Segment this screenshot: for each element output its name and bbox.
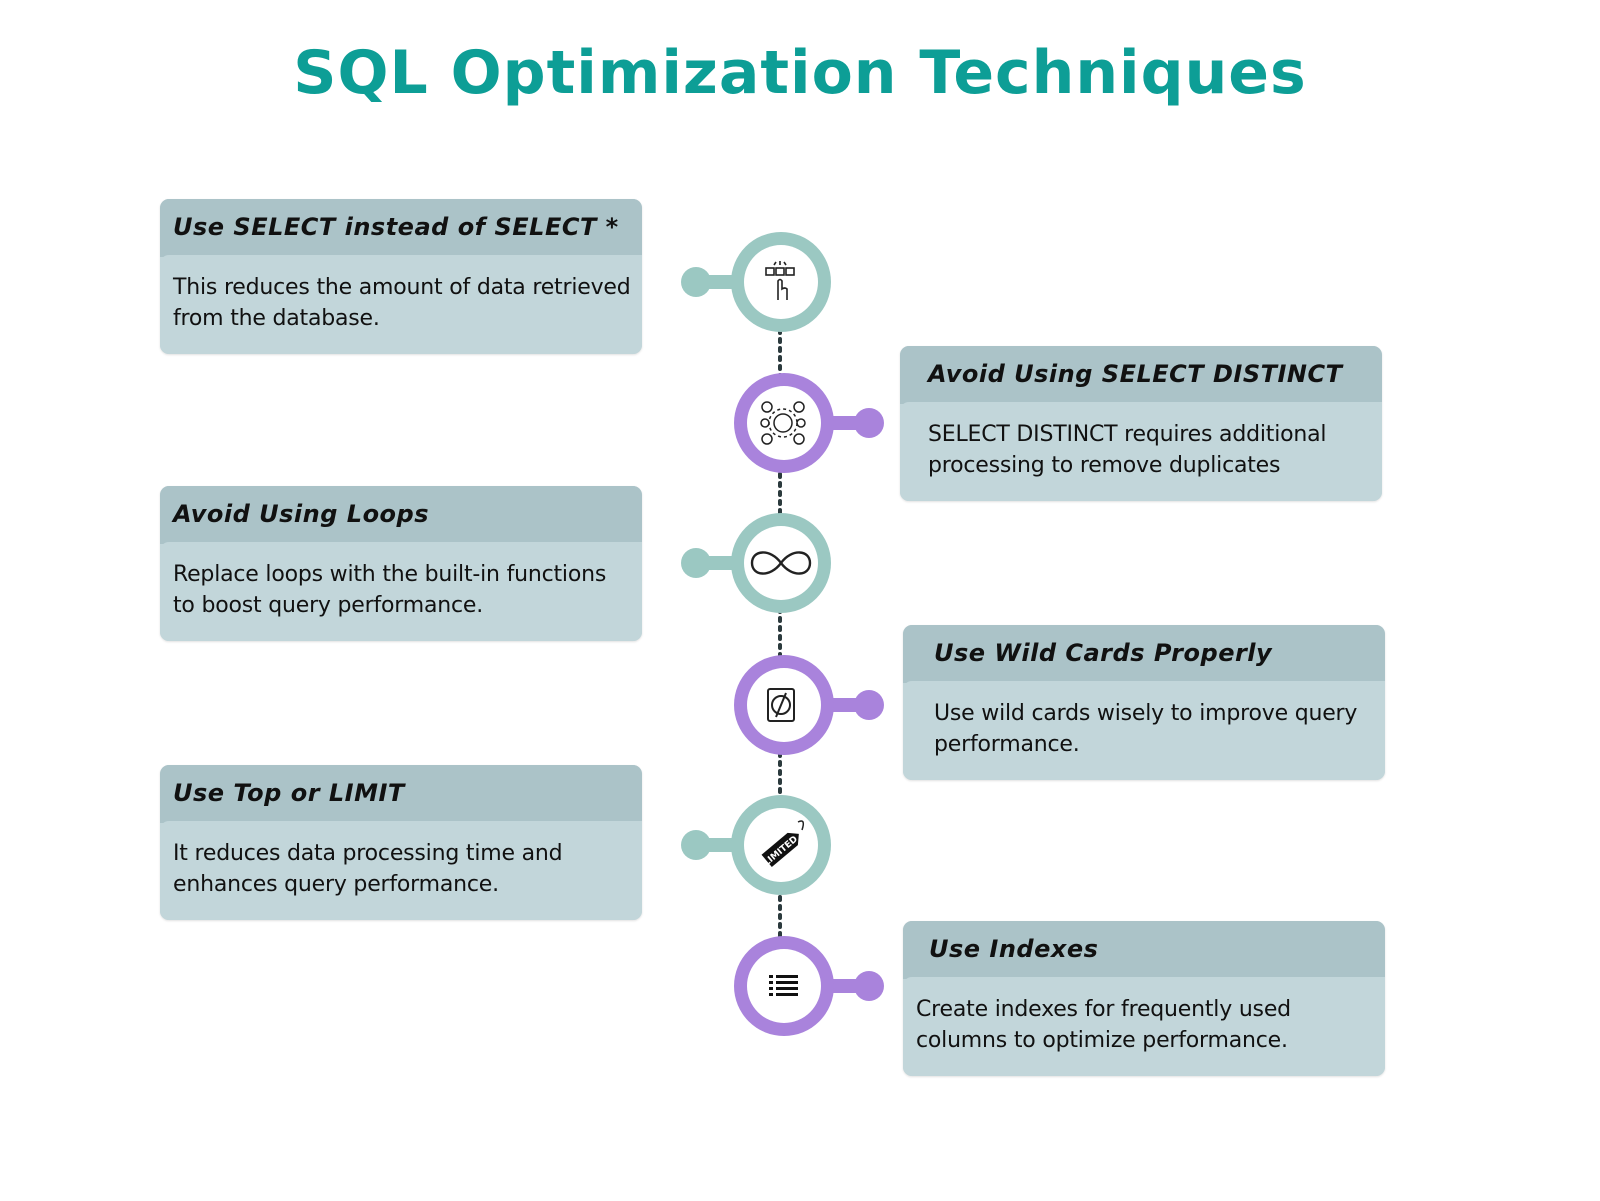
step-description: This reduces the amount of data retrieve…: [160, 255, 642, 354]
step-description: It reduces data processing time and enha…: [160, 821, 642, 920]
node-step-1: [681, 232, 831, 332]
step-card-2: Avoid Using SELECT DISTINCT SELECT DISTI…: [900, 346, 1382, 501]
step-heading: Avoid Using SELECT DISTINCT: [900, 346, 1382, 404]
grid-tap-icon: [765, 261, 795, 300]
step-description: Create indexes for frequently used colum…: [903, 977, 1385, 1076]
step-description: Replace loops with the built-in function…: [160, 542, 642, 641]
step-heading: Use Indexes: [903, 921, 1385, 979]
step-card-4: Use Wild Cards Properly Use wild cards w…: [903, 625, 1385, 780]
list-icon: [769, 975, 798, 996]
step-description: SELECT DISTINCT requires additional proc…: [900, 402, 1382, 501]
step-card-6: Use Indexes Create indexes for frequentl…: [903, 921, 1385, 1076]
step-card-1: Use SELECT instead of SELECT * This redu…: [160, 199, 642, 354]
step-card-3: Avoid Using Loops Replace loops with the…: [160, 486, 642, 641]
infinity-icon: [750, 551, 812, 575]
node-step-6: [734, 936, 884, 1036]
step-heading: Use Wild Cards Properly: [903, 625, 1385, 683]
step-heading: Use SELECT instead of SELECT *: [160, 199, 642, 257]
step-heading: Avoid Using Loops: [160, 486, 642, 544]
node-step-4: [734, 655, 884, 755]
page-title: SQL Optimization Techniques: [293, 38, 1307, 108]
node-step-3: [681, 513, 831, 613]
wildcard-card-icon: [767, 688, 795, 722]
step-heading: Use Top or LIMIT: [160, 765, 642, 823]
step-description: Use wild cards wisely to improve query p…: [903, 681, 1385, 780]
gear-network-icon: [760, 401, 806, 445]
node-step-2: [734, 373, 884, 473]
node-step-5: [681, 795, 831, 895]
step-card-5: Use Top or LIMIT It reduces data process…: [160, 765, 642, 920]
